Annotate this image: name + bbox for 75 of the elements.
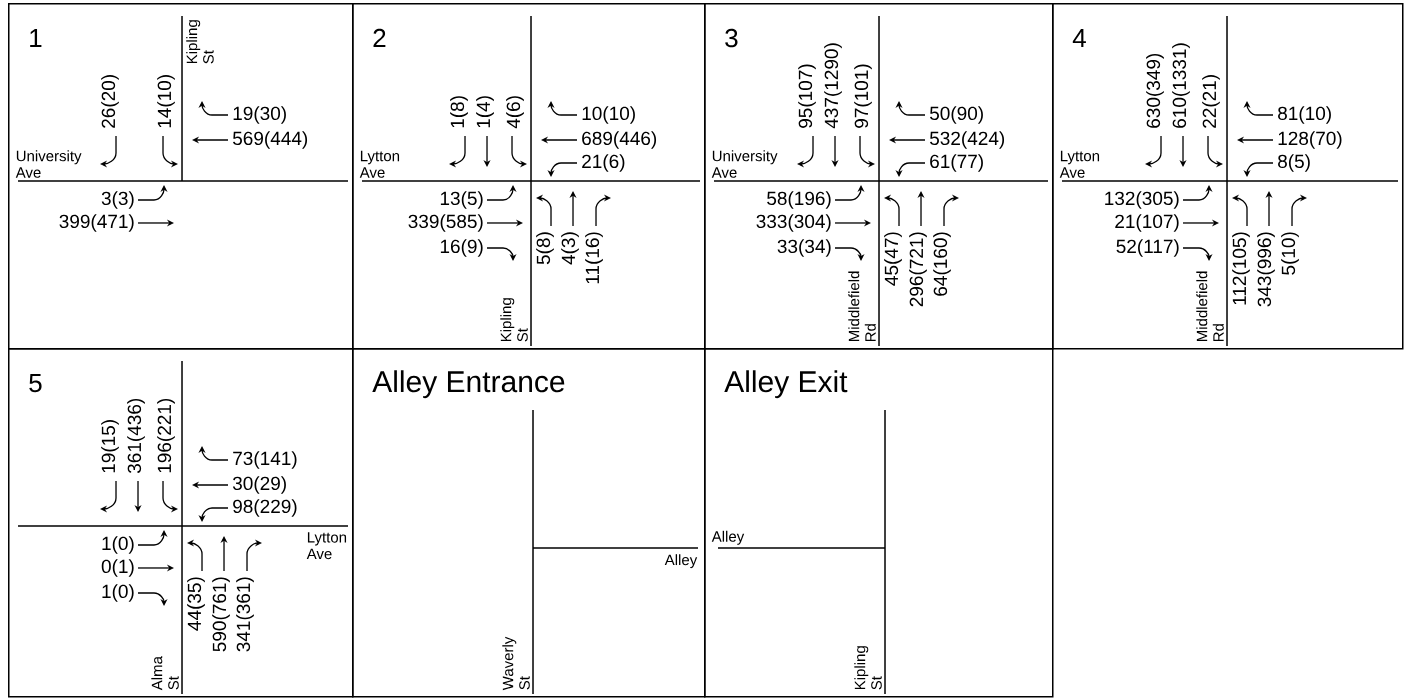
volume-label: 4(3) [561, 232, 579, 265]
street-name: Alma St [151, 656, 179, 691]
volume-label: 98(229) [233, 499, 297, 517]
volume-label: 361(436) [127, 398, 145, 474]
volume-label: 64(160) [933, 232, 951, 296]
volume-label: 0(1) [101, 559, 134, 577]
street-name: Lytton Ave [306, 532, 347, 560]
volume-label: 10(10) [582, 106, 635, 124]
volume-label: 44(35) [187, 577, 205, 631]
volume-label: 45(47) [884, 232, 902, 286]
volume-label: 58(196) [767, 191, 831, 209]
volume-label: 196(221) [157, 398, 175, 473]
volume-label: 128(70) [1278, 131, 1342, 149]
panel-title: 1 [30, 29, 42, 47]
volume-label: 296(721) [909, 232, 927, 307]
volume-label: 16(9) [440, 239, 483, 257]
volume-label: 4(6) [506, 96, 524, 129]
street-name: University Ave [711, 150, 778, 178]
volume-label: 11(16) [585, 232, 603, 284]
volume-label: 1(4) [476, 96, 494, 128]
panel-title: 3 [725, 28, 738, 48]
volume-label: 437(1290) [824, 43, 842, 129]
volume-label: 689(446) [582, 131, 657, 149]
volume-label: 81(10) [1278, 106, 1331, 124]
volume-label: 97(101) [854, 64, 872, 128]
volume-label: 22(21) [1202, 75, 1220, 128]
street-name: University Ave [15, 150, 82, 178]
street-name: Alley [711, 530, 745, 545]
street-name: Kipling St [854, 646, 882, 690]
volume-label: 14(10) [157, 75, 175, 128]
street-name: Middlefield Rd [848, 271, 876, 342]
volume-label: 1(0) [102, 536, 134, 554]
volume-label: 1(0) [102, 584, 134, 602]
volume-label: 112(105) [1232, 232, 1250, 305]
volume-label: 399(471) [59, 214, 134, 232]
volume-label: 132(305) [1105, 191, 1179, 209]
volume-label: 3(3) [101, 191, 134, 209]
volume-label: 26(20) [101, 75, 119, 128]
street-name: Kipling St [186, 20, 214, 64]
panel-title: Alley Entrance [372, 370, 565, 399]
volume-label: 343(996) [1257, 232, 1275, 307]
volume-label: 19(15) [101, 420, 119, 473]
volume-label: 5(10) [1281, 232, 1299, 275]
volume-label: 61(77) [930, 154, 983, 172]
street-name: Alley [664, 554, 698, 569]
volume-label: 5(8) [536, 232, 554, 265]
volume-label: 21(107) [1115, 214, 1179, 232]
volume-label: 30(29) [232, 476, 286, 494]
volume-label: 630(349) [1146, 53, 1164, 128]
street-name: Lytton Ave [1059, 150, 1100, 178]
volume-label: 341(361) [236, 577, 254, 652]
volume-label: 13(5) [440, 191, 483, 209]
panel-title: 4 [1072, 29, 1086, 47]
panel-title: Alley Exit [724, 370, 848, 399]
volume-label: 52(117) [1116, 239, 1179, 257]
volume-label: 8(5) [1278, 154, 1310, 172]
volume-label: 610(1331) [1172, 43, 1190, 128]
volume-label: 73(141) [233, 451, 297, 469]
panel-title: 5 [29, 374, 42, 393]
volume-label: 21(6) [582, 154, 625, 172]
volume-label: 50(90) [929, 106, 983, 124]
street-name: Lytton Ave [359, 150, 400, 178]
street-name: Kipling St [500, 298, 528, 342]
panel-title: 2 [373, 28, 386, 47]
volume-label: 33(34) [777, 239, 831, 257]
street-name: Waverly St [502, 636, 530, 691]
volume-label: 95(107) [798, 64, 816, 128]
volume-label: 569(444) [232, 131, 308, 149]
volume-label: 339(585) [408, 214, 483, 232]
street-name: Middlefield Rd [1196, 271, 1224, 342]
volume-label: 19(30) [233, 106, 286, 124]
volume-label: 1(8) [450, 96, 468, 128]
volume-label: 532(424) [929, 131, 1005, 149]
volume-label: 590(761) [212, 577, 230, 652]
volume-label: 333(304) [756, 214, 831, 232]
